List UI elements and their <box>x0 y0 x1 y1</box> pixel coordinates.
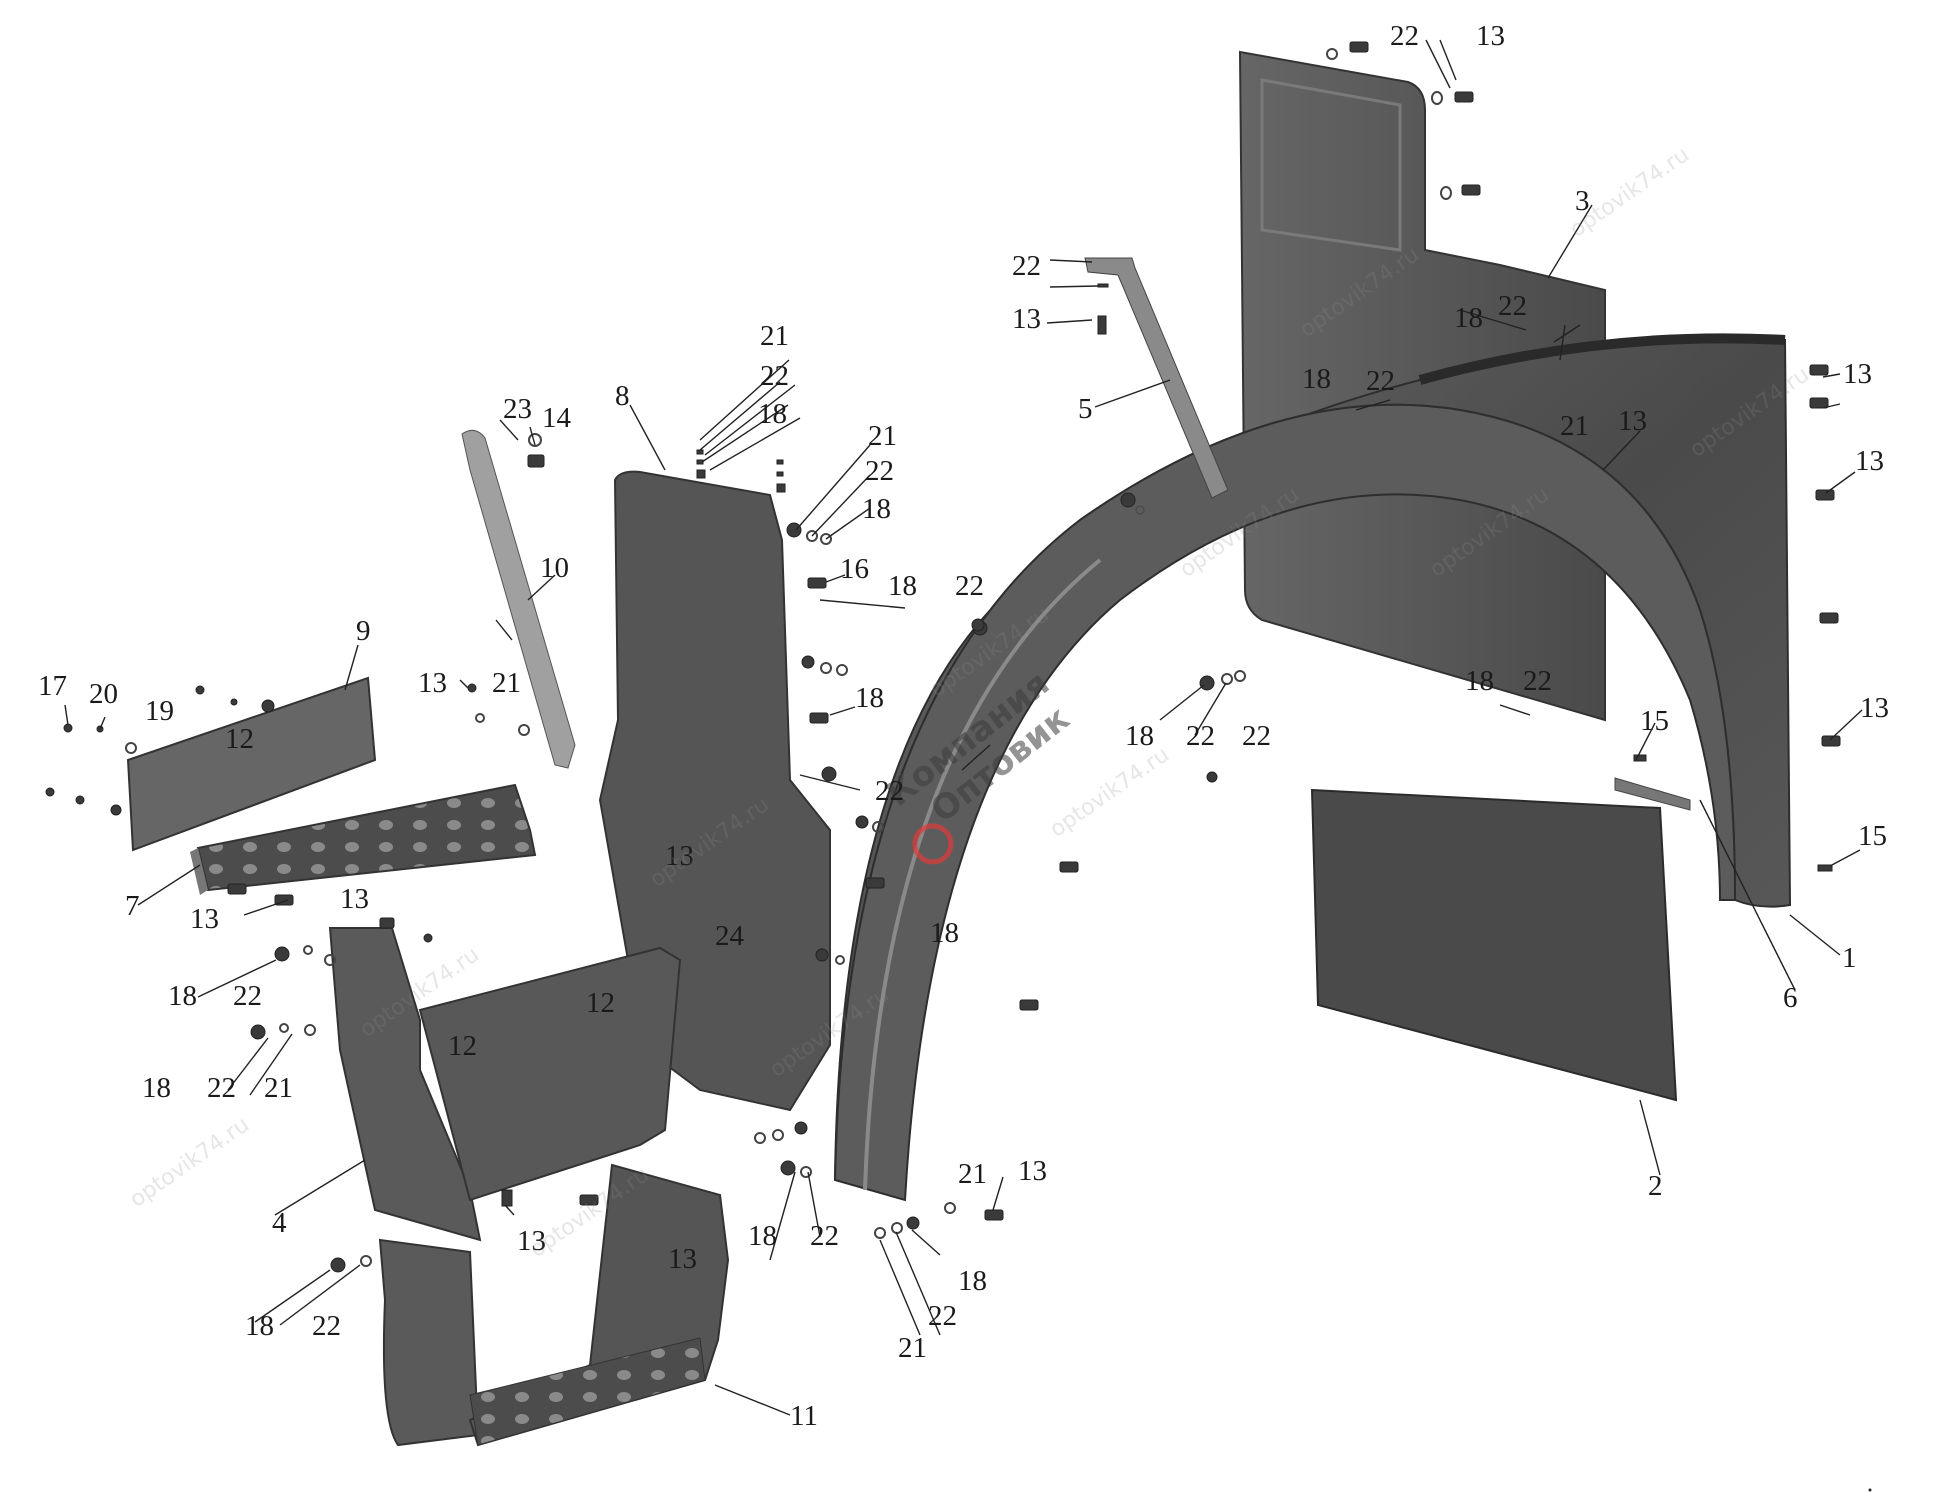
callout-13h: 13 <box>190 903 219 935</box>
callout-24: 24 <box>715 920 745 952</box>
callout-18d: 18 <box>855 682 884 714</box>
callout-22j: 22 <box>1186 720 1215 752</box>
callout-10: 10 <box>540 552 569 584</box>
callout-15b: 15 <box>1858 820 1887 852</box>
callout-20: 20 <box>89 678 118 710</box>
callout-21b: 21 <box>868 420 897 452</box>
callout-22g: 22 <box>1498 290 1527 322</box>
callout-22m: 22 <box>312 1310 341 1342</box>
callout-12b: 12 <box>448 1030 477 1062</box>
part-9-plate <box>126 676 377 852</box>
callout-18a: 18 <box>758 398 787 430</box>
callout-12a: 12 <box>225 723 254 755</box>
callout-1: 1 <box>1842 942 1857 974</box>
callout-19: 19 <box>145 695 174 727</box>
callout-18k: 18 <box>142 1072 171 1104</box>
callout-22h: 22 <box>1366 365 1395 397</box>
part-6-brace-bar <box>1614 777 1691 811</box>
callout-22e: 22 <box>955 570 984 602</box>
part-7-upper-step <box>190 783 537 895</box>
callout-13j: 13 <box>517 1225 546 1257</box>
callout-18g: 18 <box>1465 665 1494 697</box>
callout-22n: 22 <box>810 1220 839 1252</box>
callout-21d: 21 <box>1560 410 1589 442</box>
callout-13i: 13 <box>340 883 369 915</box>
part-10-bracket <box>461 429 576 769</box>
callout-4: 4 <box>272 1207 287 1239</box>
part-1-fender-arch <box>833 333 1792 1202</box>
callout-21g: 21 <box>898 1332 927 1364</box>
callout-18l: 18 <box>245 1310 274 1342</box>
callout-16: 16 <box>840 553 869 585</box>
callout-13a: 13 <box>1476 20 1505 52</box>
callout-18b: 18 <box>862 493 891 525</box>
callout-13d: 13 <box>1855 445 1884 477</box>
callout-18e: 18 <box>1302 363 1331 395</box>
callout-13f: 13 <box>1618 405 1647 437</box>
callout-21c: 21 <box>492 667 521 699</box>
callout-2: 2 <box>1648 1170 1663 1202</box>
callout-17: 17 <box>38 670 67 702</box>
callout-18h: 18 <box>1125 720 1154 752</box>
callout-18c: 18 <box>888 570 917 602</box>
callout-15a: 15 <box>1640 705 1669 737</box>
callout-18f: 18 <box>1454 302 1483 334</box>
callout-22a: 22 <box>1390 20 1419 52</box>
part-4-step-bracket <box>328 927 682 1242</box>
callout-12c: 12 <box>586 987 615 1019</box>
callout-22p: 22 <box>1242 720 1271 752</box>
callout-13k: 13 <box>668 1243 697 1275</box>
callout-23: 23 <box>503 393 532 425</box>
callout-21f: 21 <box>958 1158 987 1190</box>
callout-9: 9 <box>356 615 371 647</box>
callout-18n: 18 <box>958 1265 987 1297</box>
callout-5: 5 <box>1078 393 1093 425</box>
callout-13c: 13 <box>1843 358 1872 390</box>
callout-22l: 22 <box>207 1072 236 1104</box>
callout-21a: 21 <box>760 320 789 352</box>
callout-18i: 18 <box>930 917 959 949</box>
callout-13g: 13 <box>418 667 447 699</box>
callout-6: 6 <box>1783 982 1798 1014</box>
callout-21e: 21 <box>264 1072 293 1104</box>
callout-14: 14 <box>542 402 572 434</box>
part-5-strut <box>1084 257 1229 499</box>
callout-22i: 22 <box>1523 665 1552 697</box>
callout-11: 11 <box>790 1400 818 1432</box>
leader-lines <box>64 39 1863 1416</box>
part-11-lower-step <box>378 1163 730 1447</box>
callout-3: 3 <box>1575 185 1590 217</box>
fasteners <box>45 41 1872 1492</box>
callout-13e: 13 <box>1860 692 1889 724</box>
callout-18j: 18 <box>168 980 197 1012</box>
callout-13m: 13 <box>665 840 694 872</box>
callout-22b: 22 <box>1012 250 1041 282</box>
callout-22d: 22 <box>865 455 894 487</box>
callout-22f: 22 <box>875 775 904 807</box>
part-2-mud-flap <box>1310 788 1678 1102</box>
callout-22o: 22 <box>928 1300 957 1332</box>
callout-22k: 22 <box>233 980 262 1012</box>
callout-13l: 13 <box>1018 1155 1047 1187</box>
callout-7: 7 <box>125 890 140 922</box>
callout-18m: 18 <box>748 1220 777 1252</box>
callout-13b: 13 <box>1012 303 1041 335</box>
callouts: 1 2 3 4 5 6 7 8 9 10 11 12 12 12 13 13 1… <box>38 20 1889 1432</box>
callout-22c: 22 <box>760 360 789 392</box>
callout-8: 8 <box>615 380 630 412</box>
